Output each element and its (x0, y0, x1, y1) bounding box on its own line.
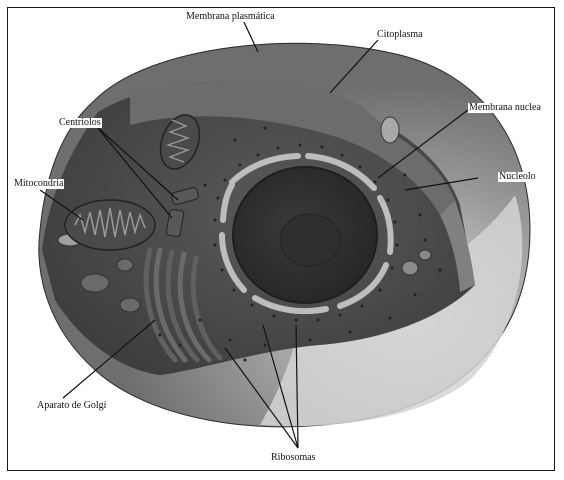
label-aparato-golgi: Aparato de Golgi (36, 401, 107, 411)
label-membrana-nuclear: Membrana nuclea (468, 103, 542, 113)
label-ribosomas: Ribosomas (270, 453, 316, 463)
vesicle (117, 259, 133, 271)
label-membrana-plasmatica: Membrana plasmática (185, 12, 276, 22)
label-centriolos: Centriolos (58, 118, 102, 128)
vesicle (120, 298, 140, 312)
label-citoplasma: Citoplasma (376, 30, 424, 40)
vesicle (81, 274, 109, 292)
vesicle (381, 117, 399, 143)
vesicle (419, 250, 431, 260)
label-nucleolo: Nucleolo (498, 172, 537, 182)
label-mitocondria: Mitocondria (13, 179, 64, 189)
mitochondrion-left (65, 200, 155, 250)
vesicle (402, 261, 418, 275)
nucleolus (280, 214, 340, 266)
